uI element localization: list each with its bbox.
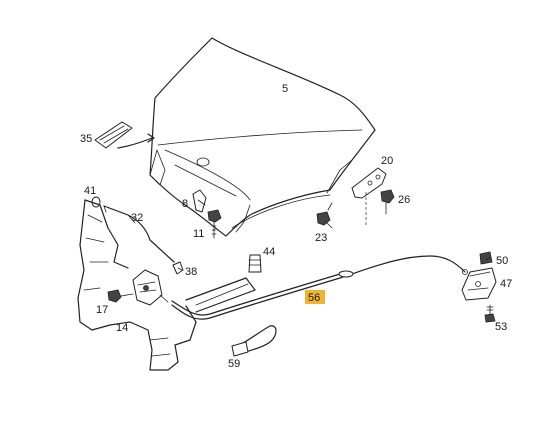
label-8: 8 [182, 198, 188, 210]
front-support-structure [77, 199, 256, 371]
label-41: 41 [84, 185, 96, 197]
label-26: 26 [398, 194, 410, 206]
label-56: 56 [308, 292, 320, 304]
bolt-23[interactable] [316, 211, 333, 229]
label-20: 20 [381, 155, 393, 167]
bolt-17[interactable] [107, 289, 134, 303]
grommet-44[interactable] [248, 254, 262, 273]
label-17: 17 [96, 304, 108, 316]
label-5: 5 [282, 83, 288, 95]
clip-50[interactable] [479, 251, 493, 265]
bolt-26[interactable] [380, 189, 395, 215]
hood-latch-14[interactable] [132, 269, 169, 306]
label-53: 53 [495, 321, 507, 333]
label-23: 23 [315, 232, 327, 244]
screw-11[interactable] [207, 209, 222, 239]
screw-53[interactable] [484, 304, 496, 323]
bump-stop-41[interactable] [91, 196, 101, 208]
label-32: 32 [131, 212, 143, 224]
release-handle-35[interactable] [94, 121, 155, 149]
label-14: 14 [116, 322, 128, 334]
label-59: 59 [228, 358, 240, 370]
label-35: 35 [80, 133, 92, 145]
cable-tie-59[interactable] [231, 325, 277, 357]
hood-part[interactable] [149, 37, 376, 237]
label-50: 50 [496, 255, 508, 267]
label-47: 47 [500, 278, 512, 290]
leader-lines [127, 199, 491, 271]
highlight-box-56 [305, 290, 325, 304]
label-11: 11 [193, 228, 204, 240]
release-cable-56[interactable] [171, 255, 468, 320]
hood-hinge-20[interactable] [351, 167, 387, 226]
label-38: 38 [185, 266, 197, 278]
label-44: 44 [263, 246, 275, 258]
release-lever-47[interactable] [461, 267, 497, 301]
